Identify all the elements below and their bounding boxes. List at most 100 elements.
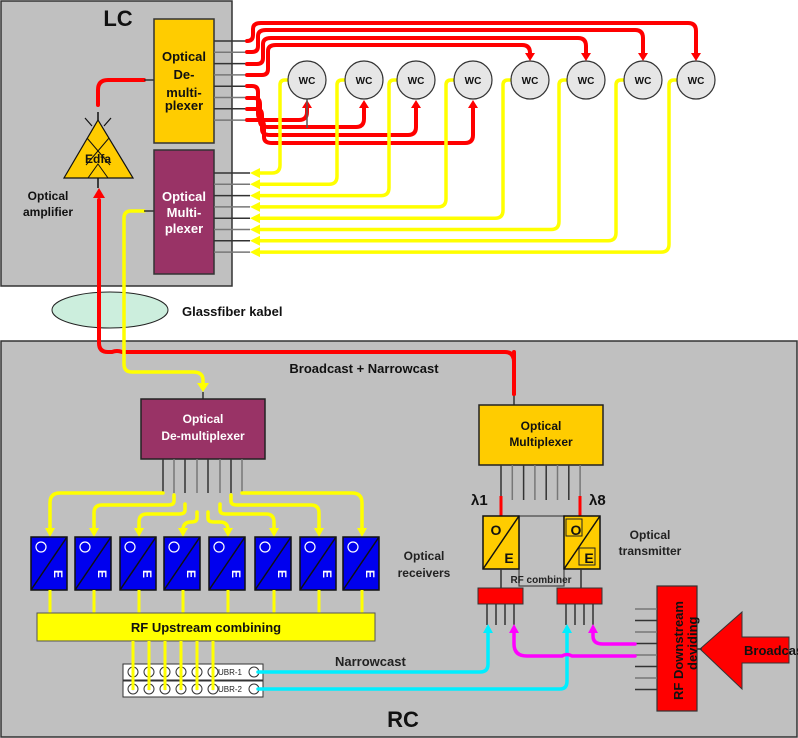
wc-label: WC <box>578 76 595 87</box>
glassfiber-cable-icon <box>51 291 169 329</box>
receiver-e-label: E <box>363 570 377 578</box>
receiver-divider <box>163 536 201 591</box>
upstream-arrow <box>250 168 260 178</box>
receiver-o-glyph <box>124 541 136 553</box>
receiver-divider <box>74 536 112 591</box>
receiver-divider <box>30 536 68 591</box>
downstream-arrow <box>359 100 369 108</box>
optical-amplifier-label-2: amplifier <box>23 205 73 219</box>
receiver-o-glyph <box>213 541 225 553</box>
lc-title: LC <box>103 6 132 31</box>
broadcast-feed-2 <box>591 630 637 646</box>
optical-transmitter-8 <box>563 515 601 570</box>
ubr-row-label: UBR-2 <box>218 685 243 694</box>
downstream-arrow <box>581 53 591 61</box>
rc-optical-multiplexer <box>478 404 604 466</box>
rc-title: RC <box>387 707 419 732</box>
receiver-divider <box>254 536 292 591</box>
lc-optical-demultiplexer <box>153 18 215 144</box>
rf-combiner-1 <box>477 587 524 605</box>
upstream-arrow <box>250 179 260 190</box>
downstream-wire <box>245 28 645 56</box>
rc-mux-label-1: Optical <box>521 419 562 433</box>
rc-mux-input-pins <box>499 465 582 516</box>
ubr2-narrowcast-wire <box>256 630 569 691</box>
optical-transmitter-1 <box>482 515 520 570</box>
broadcast-arrow <box>699 610 790 691</box>
lc-mux-label-3: plexer <box>165 221 203 236</box>
trunk-yellow-upstream <box>122 209 205 386</box>
receiver-divider <box>342 536 380 591</box>
upstream-arrow <box>250 235 260 246</box>
upstream-wire <box>258 78 456 209</box>
tx1-e-label: E <box>504 550 513 566</box>
wc-node <box>453 60 493 100</box>
rc-demux-label-2: De-multiplexer <box>161 429 245 443</box>
upstream-wire <box>258 78 399 198</box>
broadcast-narrowcast-label: Broadcast + Narrowcast <box>289 361 439 376</box>
wc-label: WC <box>522 76 539 87</box>
receiver-feed-wire <box>48 491 165 530</box>
lc-demux-label-1: Optical <box>162 49 206 64</box>
rf-upstream-combining <box>36 612 376 642</box>
optical-receivers-caption-2: receivers <box>398 566 451 580</box>
wc-node <box>287 60 327 100</box>
upstream-arrow <box>250 224 260 235</box>
receiver-feed-arrow <box>269 528 279 537</box>
upstream-wires <box>250 78 679 258</box>
edfa-to-demux-wire <box>96 78 146 107</box>
broadcast-feed-1 <box>512 630 637 658</box>
receiver-feed-arrow <box>223 528 233 537</box>
rc-optical-demultiplexer <box>140 398 266 460</box>
wc-node <box>623 60 663 100</box>
receiver-o-glyph <box>347 541 359 553</box>
edfa-input-arrow <box>93 188 105 198</box>
receiver-e-label: E <box>229 570 243 578</box>
receiver-feed-wire <box>240 491 364 530</box>
rc-mux-label-2: Multiplexer <box>509 435 573 449</box>
rf-downstream-deviding <box>656 585 698 712</box>
lc-demux-label-2: De- <box>174 67 195 82</box>
receiver-o-glyph <box>259 541 271 553</box>
rc-demux-input-arrow <box>197 383 209 392</box>
receiver-feed-wire <box>181 510 199 532</box>
receiver-feed-wire <box>92 493 176 530</box>
wc-label: WC <box>299 76 316 87</box>
upstream-wire <box>258 78 569 232</box>
downstream-wire <box>245 105 475 145</box>
ubr-row-label: UBR-1 <box>218 668 243 677</box>
receiver-e-label: E <box>320 570 334 578</box>
wc-label: WC <box>408 76 425 87</box>
receiver-feed-wire <box>218 502 276 530</box>
wc-node <box>566 60 606 100</box>
lc-mux-label-1: Optical <box>162 189 206 204</box>
optical-transmitter-caption-2: transmitter <box>619 544 682 558</box>
rf-upstream-label: RF Upstream combining <box>131 620 281 635</box>
edfa-label: Edfa <box>85 152 111 166</box>
receiver-e-label: E <box>275 570 289 578</box>
downstream-wires <box>245 21 701 145</box>
optical-transmitter-caption-1: Optical <box>630 528 671 542</box>
receiver-divider <box>119 536 157 591</box>
receiver-divider <box>208 536 246 591</box>
receiver-o-glyph <box>304 541 316 553</box>
receiver-e-label: E <box>51 570 65 578</box>
receiver-feed-arrow <box>89 528 99 537</box>
downstream-wire <box>245 36 588 66</box>
lambda-8-label: λ8 <box>589 492 606 509</box>
tx1-o-label: O <box>491 522 502 538</box>
wc-label: WC <box>688 76 705 87</box>
receiver-e-label: E <box>95 570 109 578</box>
upstream-arrow <box>250 247 260 258</box>
lc-demux-label-4: plexer <box>165 98 203 113</box>
downstream-arrow <box>691 53 701 61</box>
rf-downstream-label-1: RF Downstream <box>671 601 686 700</box>
receiver-feed-wires <box>45 459 367 537</box>
narrowcast-label: Narrowcast <box>335 654 406 669</box>
receiver-feed-arrow <box>357 528 367 537</box>
receiver-feed-wire <box>137 502 187 530</box>
